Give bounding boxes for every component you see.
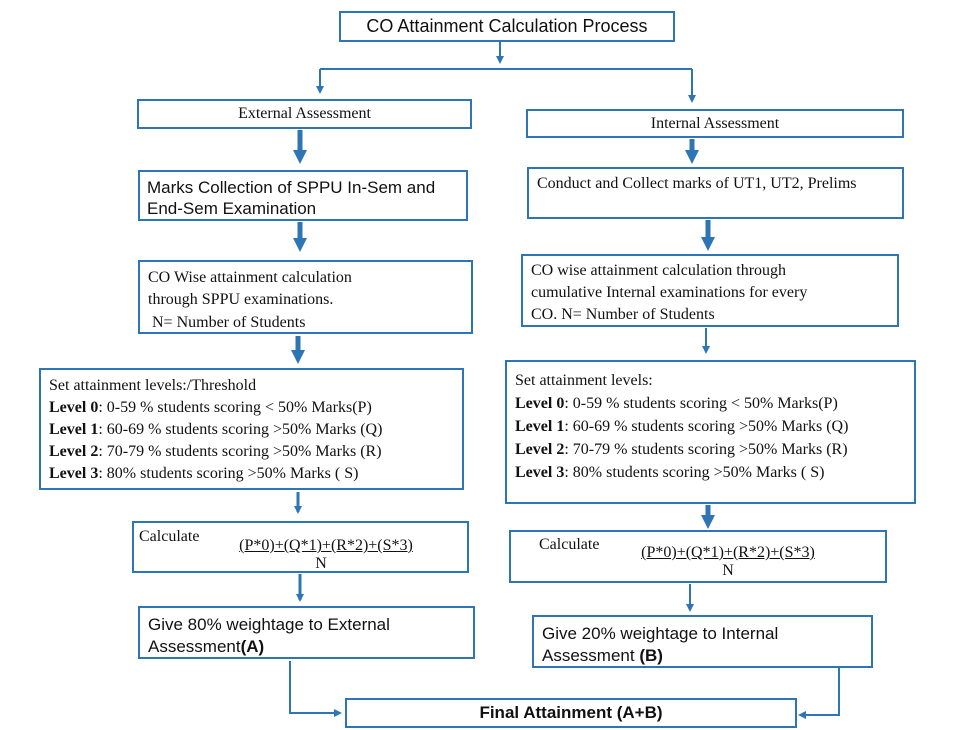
internal-weightage-box: Give 20% weightage to Internal Assessmen… [532,615,873,668]
internal-formula-denominator: N [722,562,734,579]
diagram-title: CO Attainment Calculation Process [366,16,648,36]
external-calculate-label: Calculate [139,528,200,545]
internal-calculate-box: Calculate (P*0)+(Q*1)+(R*2)+(S*3) N [509,530,887,583]
internal-level-1: Level 1: 60-69 % students scoring >50% M… [515,417,849,435]
external-level-1: Level 1: 60-69 % students scoring >50% M… [49,421,383,439]
external-levels-box: Set attainment levels:/Threshold Level 0… [39,368,464,490]
external-levels-heading: Set attainment levels:/Threshold [49,377,257,394]
internal-co-wise-line3: CO. N= Number of Students [531,306,715,324]
internal-co-wise-line2: cumulative Internal examinations for eve… [531,284,808,302]
internal-level-0: Level 0: 0-59 % students scoring < 50% M… [515,394,838,412]
external-weightage-text: Give 80% weightage to External Assessmen… [148,615,390,657]
external-formula: (P*0)+(Q*1)+(R*2)+(S*3) N [212,537,440,573]
external-marks-text: Marks Collection of SPPU In-Sem and End-… [147,178,436,219]
internal-co-wise-box: CO wise attainment calculation through c… [521,254,899,327]
external-level-2: Level 2: 70-79 % students scoring >50% M… [49,443,382,461]
external-co-wise-box: CO Wise attainment calculation through S… [138,260,473,334]
external-assessment-box: External Assessment [137,99,472,129]
external-marks-box: Marks Collection of SPPU In-Sem and End-… [138,170,468,221]
internal-formula-numerator: (P*0)+(Q*1)+(R*2)+(S*3) [641,544,815,561]
external-calculate-box: Calculate (P*0)+(Q*1)+(R*2)+(S*3) N [132,521,469,573]
external-formula-numerator: (P*0)+(Q*1)+(R*2)+(S*3) [239,537,413,554]
internal-levels-heading: Set attainment levels: [515,372,653,389]
internal-level-3: Level 3: 80% students scoring >50% Marks… [515,463,825,481]
internal-levels-box: Set attainment levels: Level 0: 0-59 % s… [505,360,916,504]
external-level-0: Level 0: 0-59 % students scoring < 50% M… [49,399,372,417]
internal-assessment-box: Internal Assessment [526,109,904,138]
internal-weightage-text: Give 20% weightage to Internal Assessmen… [542,624,779,666]
title-box: CO Attainment Calculation Process [339,11,675,42]
external-weightage-tag: (A) [240,637,265,657]
internal-weightage-tag: (B) [639,646,663,666]
internal-calculate-label: Calculate [539,536,600,553]
external-co-wise-line2: through SPPU examinations. [148,291,334,309]
internal-level-2: Level 2: 70-79 % students scoring >50% M… [515,440,848,458]
external-level-3: Level 3: 80% students scoring >50% Marks… [49,465,359,483]
external-heading: External Assessment [238,105,371,122]
external-weightage-box: Give 80% weightage to External Assessmen… [138,606,475,659]
internal-marks-text: Conduct and Collect marks of UT1, UT2, P… [537,175,857,192]
internal-co-wise-line1: CO wise attainment calculation through [531,262,787,279]
external-formula-denominator: N [315,555,327,572]
final-attainment-box: Final Attainment (A+B) [345,698,797,728]
internal-heading: Internal Assessment [650,114,780,132]
internal-marks-box: Conduct and Collect marks of UT1, UT2, P… [527,167,904,219]
internal-formula: (P*0)+(Q*1)+(R*2)+(S*3) N [619,544,837,580]
external-co-wise-line1: CO Wise attainment calculation [148,269,352,286]
final-attainment-text: Final Attainment (A+B) [479,703,663,722]
external-co-wise-line3: N= Number of Students [152,313,306,331]
